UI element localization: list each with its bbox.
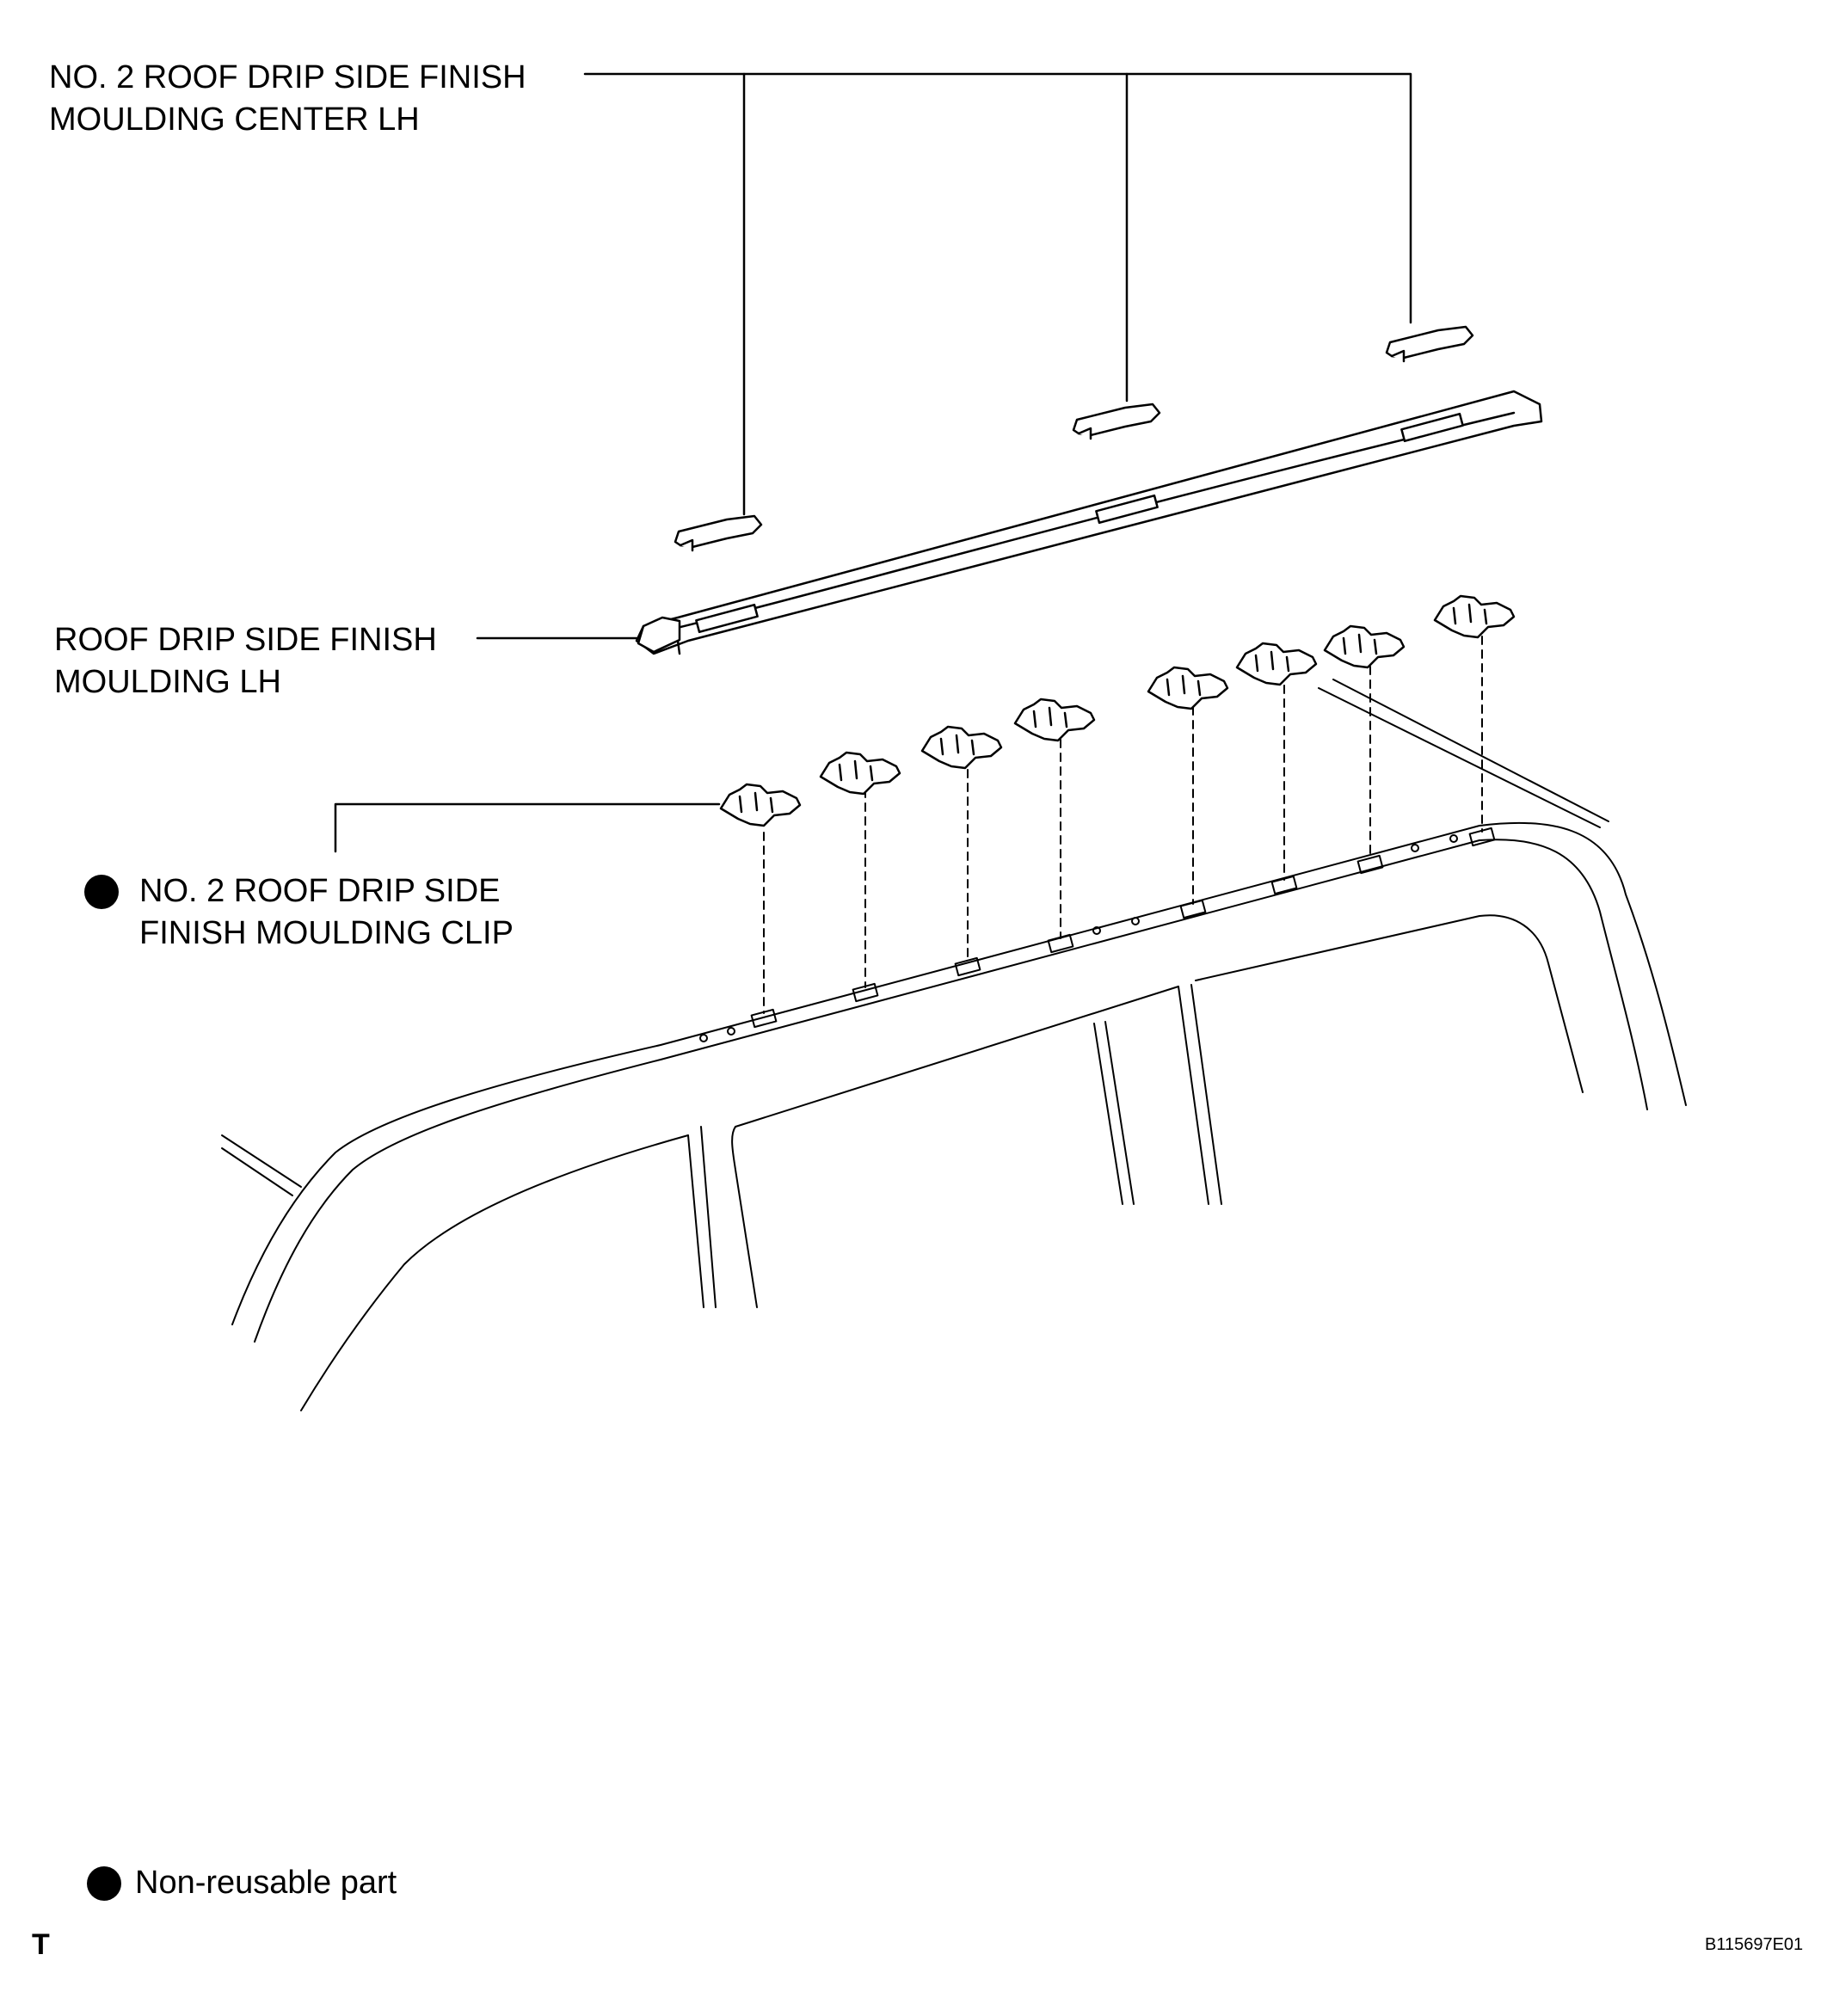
- vehicle-body: [221, 679, 1687, 1411]
- clip-icon: [1433, 594, 1516, 639]
- clip-icon: [719, 783, 802, 827]
- clip-icon: [920, 725, 1003, 770]
- non-reusable-marker-icon: [84, 875, 119, 909]
- non-reusable-legend-icon: [87, 1866, 121, 1901]
- moulding-cap-icon: [1385, 325, 1474, 363]
- center-moulding-label: NO. 2 ROOF DRIP SIDE FINISH MOULDING CEN…: [49, 59, 526, 138]
- clip-icon: [1013, 698, 1096, 742]
- clip-icon: [1323, 624, 1406, 669]
- clip-label: NO. 2 ROOF DRIP SIDE FINISH MOULDING CLI…: [139, 873, 514, 951]
- clip-icon: [1147, 666, 1229, 710]
- corner-mark: T: [32, 1928, 50, 1961]
- moulding-cap-icon: [1072, 403, 1161, 440]
- moulding-cap-icon: [674, 514, 763, 552]
- leader-lines: [334, 72, 1412, 853]
- center-moulding-caps: [674, 325, 1474, 552]
- figure-code: B115697E01: [1705, 1935, 1804, 1954]
- non-reusable-legend-text: Non-reusable part: [135, 1865, 397, 1901]
- clip-parts: [719, 594, 1516, 827]
- assembly-dashed-lines: [763, 636, 1483, 1014]
- roof-clip-holes: [699, 827, 1496, 1042]
- roof-drip-moulding-part: [635, 390, 1543, 655]
- clip-icon: [1235, 642, 1318, 686]
- moulding-label: ROOF DRIP SIDE FINISH MOULDING LH: [54, 622, 437, 700]
- clip-icon: [819, 751, 901, 796]
